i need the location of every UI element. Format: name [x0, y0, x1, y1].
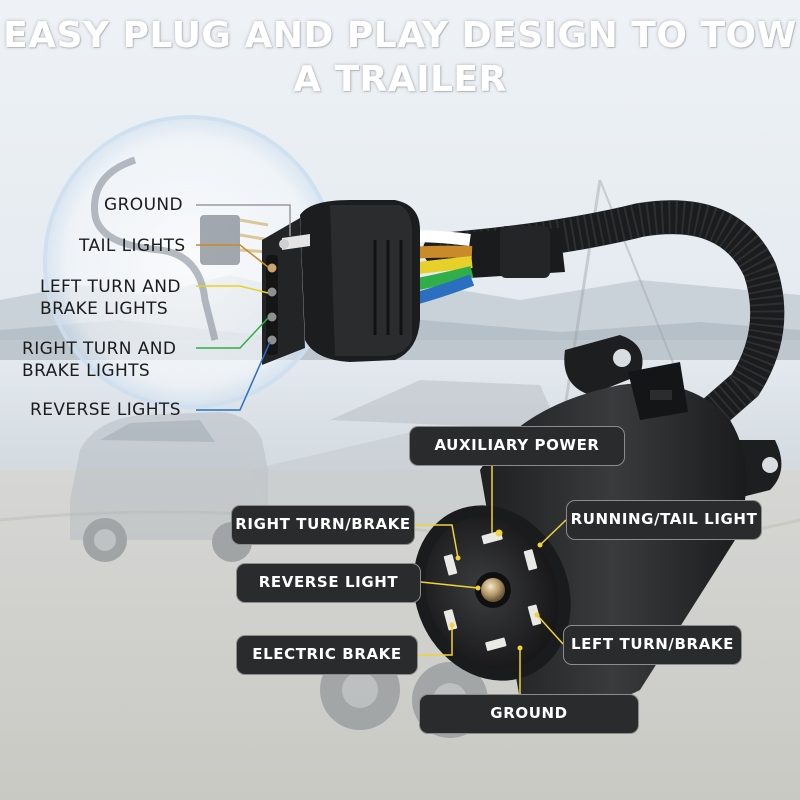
label-4pin-reverse-lights-text: REVERSE LIGHTS [30, 400, 181, 420]
label-4pin-right-turn: RIGHT TURN AND BRAKE LIGHTS [22, 338, 176, 382]
callout-ground: GROUND [419, 694, 639, 734]
callout-electric-brake: ELECTRIC BRAKE [236, 635, 418, 675]
label-4pin-right-turn-line2: BRAKE LIGHTS [22, 361, 151, 381]
callout-reverse-light: REVERSE LIGHT [236, 563, 421, 603]
label-4pin-tail-lights: TAIL LIGHTS [79, 235, 186, 257]
callout-right-turn-brake: RIGHT TURN/BRAKE [231, 505, 415, 545]
callout-left-turn-brake: LEFT TURN/BRAKE [563, 625, 742, 665]
callout-auxiliary-power: AUXILIARY POWER [409, 426, 625, 466]
label-4pin-right-turn-line1: RIGHT TURN AND [22, 339, 177, 359]
label-4pin-left-turn-line1: LEFT TURN AND [40, 277, 181, 297]
label-4pin-left-turn-line2: BRAKE LIGHTS [40, 299, 169, 319]
label-4pin-ground: GROUND [104, 194, 183, 216]
headline-line-1: EASY PLUG AND PLAY DESIGN TO TOW [3, 15, 797, 56]
label-4pin-left-turn: LEFT TURN AND BRAKE LIGHTS [40, 276, 181, 320]
label-4pin-ground-text: GROUND [104, 195, 184, 215]
callout-running-tail-light: RUNNING/TAIL LIGHT [566, 500, 762, 540]
label-4pin-reverse-lights: REVERSE LIGHTS [30, 399, 181, 421]
headline-line-2: A TRAILER [293, 59, 507, 100]
label-4pin-tail-lights-text: TAIL LIGHTS [79, 236, 186, 256]
